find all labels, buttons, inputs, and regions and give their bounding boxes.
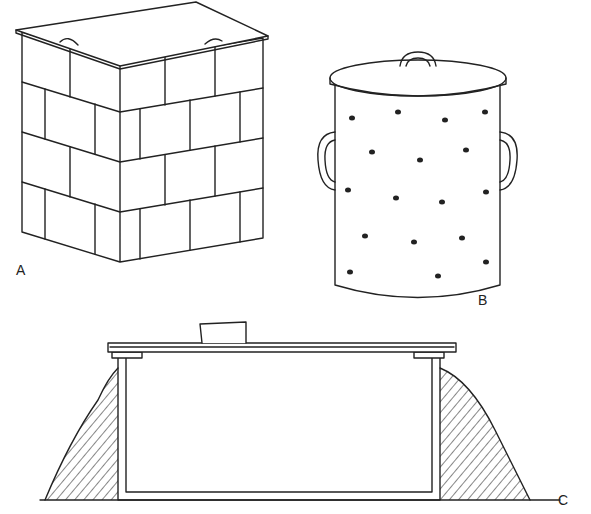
- perforated-bin: [318, 52, 517, 298]
- pit-cross-section: [40, 322, 560, 500]
- brick-bin: [16, 2, 268, 262]
- figure-letter: A: [16, 262, 25, 278]
- figure-letter: B: [478, 292, 487, 308]
- figure-letter: C: [558, 492, 568, 508]
